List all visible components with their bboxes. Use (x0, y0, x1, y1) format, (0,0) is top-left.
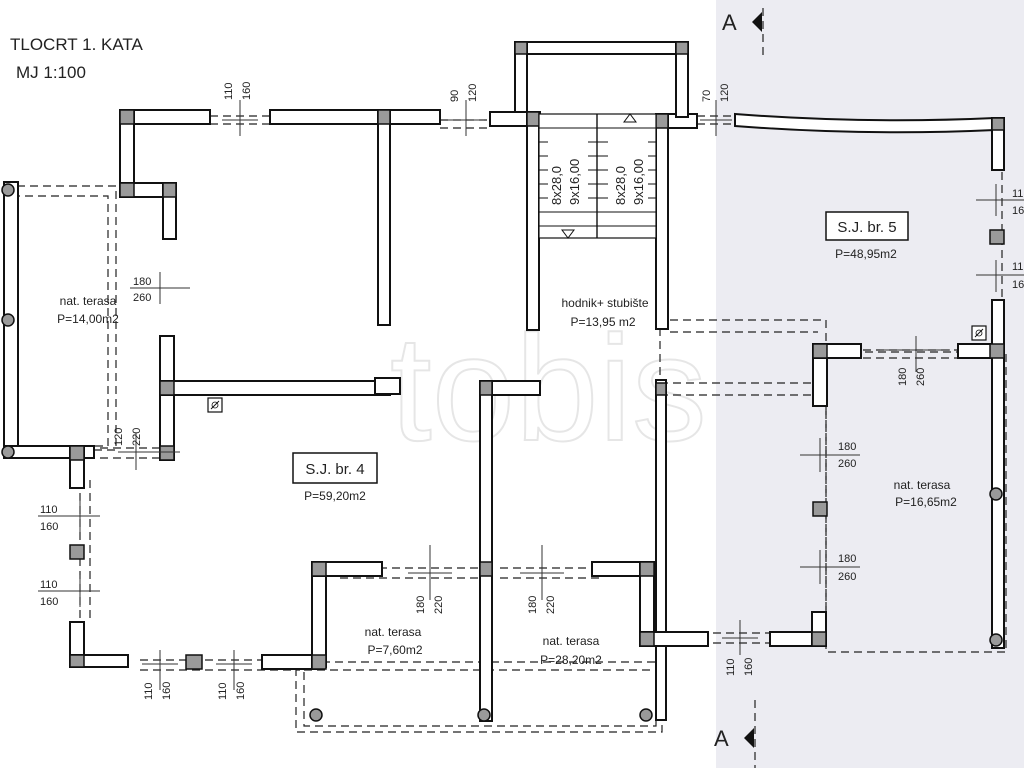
svg-text:160: 160 (1012, 205, 1024, 217)
svg-text:110: 110 (725, 658, 737, 676)
room-labels: nat. terasa P=14,00m2 hodnik+ stubište P… (57, 294, 957, 667)
stair-steps-left: 8x28,0 (549, 166, 564, 205)
svg-text:160: 160 (743, 658, 755, 676)
opening-right-wall-1: 11 160 (976, 184, 1024, 217)
svg-text:A: A (722, 10, 737, 35)
opening-terrace-bottom-right: 180 220 (520, 545, 564, 614)
shaft-symbols (207, 325, 987, 413)
watermark: tobis (390, 304, 707, 472)
room-name-terrace-right: nat. terasa (894, 478, 951, 492)
svg-text:110: 110 (143, 682, 155, 700)
svg-text:220: 220 (131, 428, 143, 446)
opening-left-wall: 120 220 (113, 428, 180, 470)
svg-text:260: 260 (838, 458, 856, 470)
room-name-terrace-bottom-mid: nat. terasa (543, 634, 600, 648)
opening-left-terrace: 180 260 (130, 272, 190, 304)
svg-text:260: 260 (838, 571, 856, 583)
opening-top-right: 70 120 (700, 84, 732, 136)
stair-rise-left: 9x16,00 (567, 159, 582, 205)
opening-terrace-right-1: 180 260 (800, 438, 860, 472)
opening-dimensions: 110 160 90 120 70 120 110 160 110 160 (38, 82, 1024, 700)
svg-text:180: 180 (415, 596, 427, 614)
room-area-terrace-left: P=14,00m2 (57, 312, 119, 326)
unit-area-5: P=48,95m2 (835, 247, 897, 261)
svg-text:180: 180 (838, 441, 856, 453)
opening-terrace-right-2: 180 260 (800, 550, 860, 584)
svg-text:120: 120 (113, 428, 125, 446)
svg-text:120: 120 (467, 84, 479, 102)
stair-steps-right: 8x28,0 (613, 166, 628, 205)
svg-text:160: 160 (1012, 279, 1024, 291)
staircase: 8x28,0 9x16,00 8x28,0 9x16,00 (538, 113, 657, 239)
svg-text:11: 11 (1012, 188, 1023, 200)
plan-scale: MJ 1:100 (16, 63, 86, 82)
section-mark-top: A (722, 8, 764, 60)
unit-area-4: P=59,20m2 (304, 489, 366, 503)
svg-text:260: 260 (915, 368, 927, 386)
svg-text:110: 110 (217, 682, 229, 700)
opening-top-mid: 90 120 (448, 84, 484, 136)
opening-left-2: 110 160 (38, 575, 100, 608)
opening-top-left-1: 110 160 (222, 82, 258, 136)
svg-text:11: 11 (1012, 261, 1023, 273)
svg-text:A: A (714, 726, 729, 751)
room-area-terrace-right: P=16,65m2 (895, 495, 957, 509)
opening-bottom-left-2: 110 160 (216, 650, 252, 700)
plan-title: TLOCRT 1. KATA (10, 35, 144, 54)
svg-text:90: 90 (449, 90, 461, 102)
svg-text:S.J. br. 4: S.J. br. 4 (305, 461, 364, 478)
svg-text:110: 110 (40, 579, 58, 591)
svg-text:260: 260 (133, 292, 151, 304)
svg-text:160: 160 (235, 682, 247, 700)
opening-left-1: 110 160 (38, 500, 100, 533)
svg-text:180: 180 (133, 276, 151, 288)
room-area-terrace-bottom-mid: P=28,20m2 (540, 653, 602, 667)
room-name-terrace-bottom-left: nat. terasa (365, 625, 422, 639)
svg-text:120: 120 (719, 84, 731, 102)
unit-label-4: S.J. br. 4 P=59,20m2 (292, 452, 378, 503)
svg-text:110: 110 (223, 82, 235, 100)
section-mark-bottom: A (714, 700, 756, 768)
svg-text:180: 180 (897, 368, 909, 386)
opening-bottom-right: 110 160 (722, 620, 758, 676)
svg-text:160: 160 (241, 82, 253, 100)
svg-text:110: 110 (40, 504, 58, 516)
svg-text:160: 160 (40, 596, 58, 608)
unit-label-5: S.J. br. 5 P=48,95m2 (825, 211, 909, 261)
opening-terrace-bottom-mid: 180 220 (408, 545, 452, 614)
room-area-hallway: P=13,95 m2 (570, 315, 635, 329)
svg-text:180: 180 (527, 596, 539, 614)
svg-text:180: 180 (838, 553, 856, 565)
pillars (1, 41, 1005, 722)
svg-text:160: 160 (40, 521, 58, 533)
svg-text:160: 160 (161, 682, 173, 700)
opening-right-wall-2: 11 160 (976, 260, 1024, 292)
opening-bottom-left-1: 110 160 (142, 650, 178, 700)
svg-text:S.J. br. 5: S.J. br. 5 (837, 219, 896, 236)
room-name-hallway: hodnik+ stubište (561, 296, 648, 310)
room-name-terrace-left: nat. terasa (60, 294, 117, 308)
stair-rise-right: 9x16,00 (631, 159, 646, 205)
svg-text:220: 220 (433, 596, 445, 614)
room-area-terrace-bottom-left: P=7,60m2 (367, 643, 422, 657)
opening-unit5-inner: 180 260 (880, 336, 950, 386)
svg-text:220: 220 (545, 596, 557, 614)
svg-text:70: 70 (701, 90, 713, 102)
